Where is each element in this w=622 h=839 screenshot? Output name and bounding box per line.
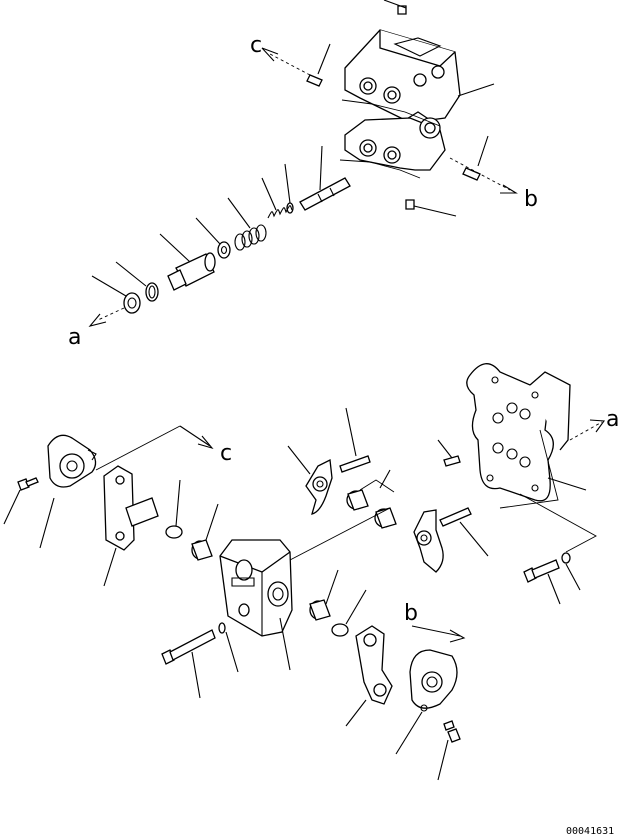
retainer-washer [195,217,231,259]
lever-left [287,445,333,515]
central-housing [219,507,391,671]
callout-b-bottom: b [404,601,418,626]
screw-left [3,477,39,525]
bushing-3 [309,569,339,621]
o-ring [115,261,159,302]
spring-small [261,177,293,219]
dowel-pin [437,439,461,467]
upper-assembly: c b a [68,0,538,350]
gasket-plate [466,363,587,509]
callout-a-top: a [68,325,81,350]
bolt-right [519,493,597,605]
bushing-4 [191,503,219,561]
arrow-a-bottom [569,419,606,441]
seal [88,275,141,327]
bushing-1 [346,489,369,511]
lower-assembly: a [3,363,619,781]
top-screw [383,0,407,15]
arrow-b-top [449,157,518,194]
plug-1 [165,479,183,539]
plunger [159,233,216,291]
screw-bottom [437,720,461,781]
spool [299,145,351,211]
callout-a-bottom: a [606,407,619,432]
roll-pin-center [339,407,371,473]
drawing-code: 00041631 [566,826,614,837]
valve-body [339,29,495,179]
lever-right [413,509,444,573]
arm-lower [345,625,393,727]
cover-plate-bottom [395,649,458,755]
bottom-screw [405,199,457,217]
pin-right [462,135,489,181]
callout-c-bottom: c [220,441,232,466]
roll-pin-right [439,507,489,557]
washer-1 [218,622,239,673]
small-ring [284,163,294,214]
spring-large [227,197,267,251]
callout-c-top: c [250,33,262,58]
cap-1 [331,589,367,637]
callout-b-top: b [524,187,538,212]
cover-left [39,434,97,549]
arrow-b-bottom [411,625,466,643]
pin-left [261,43,331,87]
bracket-left [103,465,159,587]
arrow-c-bottom [95,425,214,471]
long-bolt [161,629,216,699]
